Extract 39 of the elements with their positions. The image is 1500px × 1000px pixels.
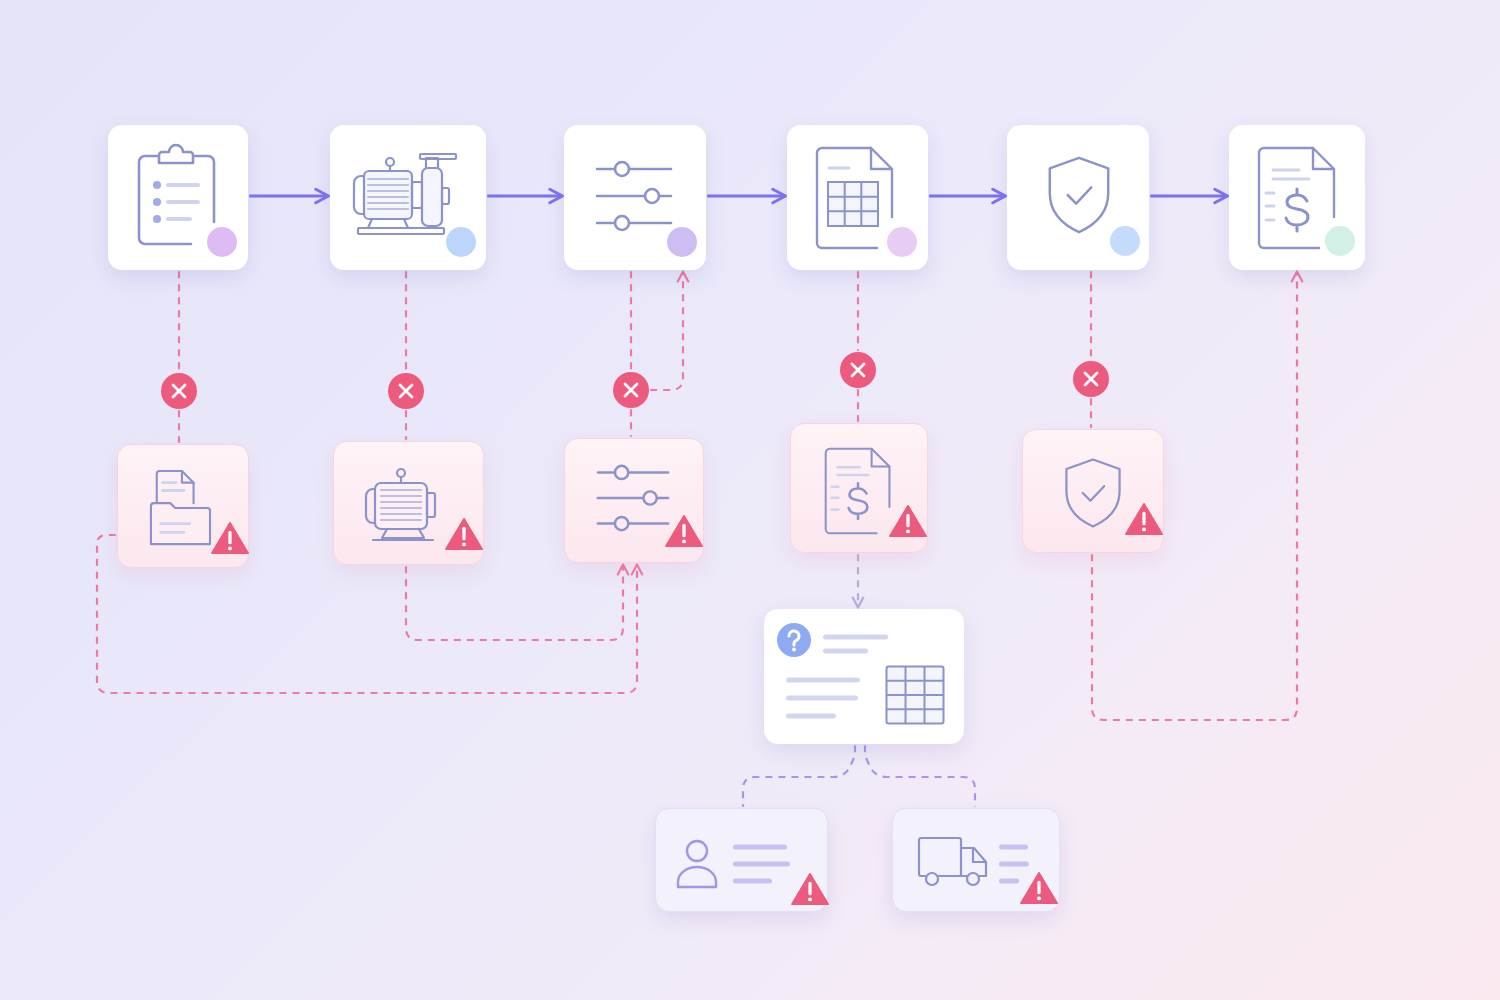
x-circle-icon [613,372,649,408]
arrow [487,187,564,205]
arrow [1150,187,1229,205]
dashed-line [177,271,181,372]
step-card [1007,125,1149,270]
arrow [707,187,787,205]
step-card [787,125,928,270]
dashed-line [177,410,181,443]
dashed-arrow [650,270,690,392]
error-card [333,441,484,565]
error-card [564,438,704,563]
error-card [790,423,928,553]
dashed-line [856,271,860,351]
dashed-arrow [404,563,630,642]
dashed-line [741,745,857,807]
step-card [564,125,706,270]
step-card [108,125,248,270]
dashed-line [404,271,408,372]
step-card [1229,125,1365,270]
arrow [929,187,1007,205]
error-card [1022,429,1164,553]
x-circle-icon [840,352,876,388]
info-card [764,609,964,744]
dashed-line [629,409,633,437]
dashed-line [1089,398,1093,428]
dashed-line [856,389,860,422]
dashed-arrow [851,554,865,609]
step-card [330,125,486,270]
dashed-line [404,410,408,440]
dashed-line [863,745,977,807]
x-circle-icon [161,373,197,409]
x-circle-icon [1073,361,1109,397]
truck-card [892,808,1060,912]
x-circle-icon [388,373,424,409]
person-card [655,808,828,912]
dashed-line [629,271,633,371]
error-card [117,444,249,568]
dashed-arrow [1090,270,1304,722]
arrow [249,187,330,205]
